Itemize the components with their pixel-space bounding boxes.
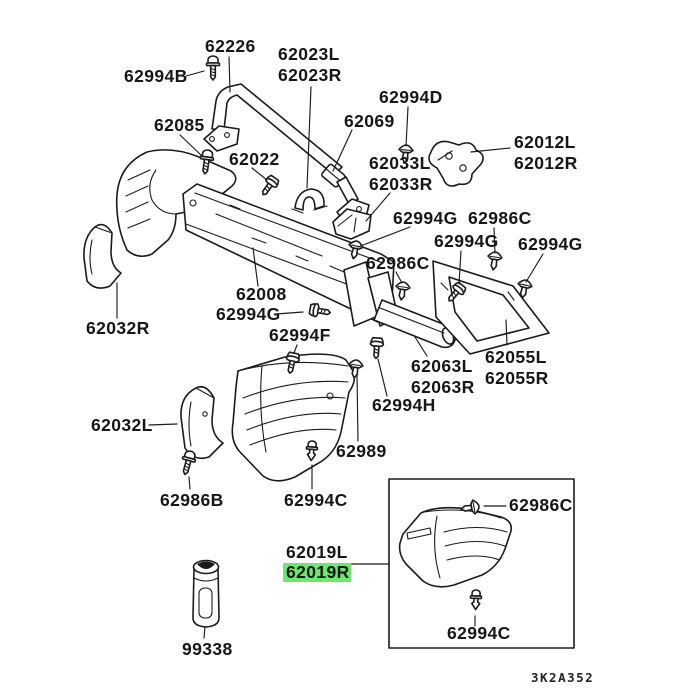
part-label-62986C-2[interactable]: 62986C	[366, 253, 430, 273]
part-label-62063R[interactable]: 62063R	[411, 377, 475, 397]
part-label-62986B[interactable]: 62986B	[160, 490, 224, 510]
leader-line-62986B	[188, 476, 191, 490]
leader-line-62994G-4	[275, 311, 304, 315]
part-label-62994G-4[interactable]: 62994G	[216, 304, 281, 324]
part-label-62022[interactable]: 62022	[229, 149, 280, 169]
leader-line-62994H	[377, 358, 388, 397]
part-label-62033R[interactable]: 62033R	[369, 174, 433, 194]
leader-line-62986C-2	[395, 271, 403, 284]
part-label-62012L[interactable]: 62012L	[514, 132, 576, 152]
part-label-62012R[interactable]: 62012R	[514, 153, 578, 173]
part-label-62019L[interactable]: 62019L	[286, 542, 348, 562]
leader-line-62994G-3	[525, 253, 544, 283]
inset-bumper-face-62019-drawing	[398, 506, 513, 588]
part-label-62994G-2[interactable]: 62994G	[434, 231, 499, 251]
sheet-code: 3K2A352	[531, 670, 594, 685]
part-label-99338[interactable]: 99338	[182, 639, 233, 659]
bracket-62012-drawing	[428, 140, 484, 187]
leader-line-62989	[356, 373, 359, 442]
part-label-62994B[interactable]: 62994B	[124, 66, 188, 86]
leader-line-62226	[228, 56, 231, 93]
part-label-62008[interactable]: 62008	[236, 284, 287, 304]
part-label-62055R[interactable]: 62055R	[485, 368, 549, 388]
part-label-62989[interactable]: 62989	[336, 441, 387, 461]
part-label-62032R[interactable]: 62032R	[86, 318, 150, 338]
screw-icon	[177, 448, 199, 477]
part-label-62994F[interactable]: 62994F	[269, 325, 331, 345]
part-label-62055L[interactable]: 62055L	[485, 347, 547, 367]
leader-line-62986C-1	[493, 227, 496, 254]
part-label-62994G-1[interactable]: 62994G	[393, 208, 458, 228]
clip-icon	[485, 250, 504, 272]
end-cap-upper-drawing	[115, 149, 237, 258]
leader-line-62994G-2	[458, 250, 462, 285]
inset-box	[388, 478, 575, 649]
part-label-62986C-1[interactable]: 62986C	[468, 208, 532, 228]
leader-line-62023R	[306, 86, 312, 189]
bumper-face-center-drawing	[231, 353, 356, 482]
leader-line-62085	[179, 134, 204, 158]
selection-highlight-62019R	[283, 563, 352, 582]
leader-line-62008	[252, 247, 259, 287]
leader-line-62063L	[414, 336, 428, 357]
part-label-62994H[interactable]: 62994H	[372, 395, 436, 415]
leader-line-62033R	[365, 192, 391, 222]
part-label-62063L[interactable]: 62063L	[411, 356, 473, 376]
leader-line-99338	[203, 626, 206, 639]
leader-line-62032L	[148, 423, 178, 426]
part-label-62023R[interactable]: 62023R	[278, 65, 342, 85]
leader-line-62994B	[185, 70, 205, 77]
leader-line-62055L	[505, 319, 508, 346]
part-label-62994C-2[interactable]: 62994C	[447, 623, 511, 643]
part-label-62226[interactable]: 62226	[205, 36, 256, 56]
leader-line-62012L	[470, 147, 511, 153]
part-label-62994D[interactable]: 62994D	[379, 87, 443, 107]
leader-lines-layer	[116, 56, 544, 639]
leader-line-62994F	[293, 344, 298, 354]
bolt-icon	[368, 336, 385, 360]
bolt-icon	[308, 301, 333, 320]
clip-icon	[393, 280, 412, 302]
part-label-62023L[interactable]: 62023L	[278, 44, 340, 64]
leader-line-62994G-1	[357, 226, 411, 248]
screw-icon	[205, 55, 221, 81]
part-label-62019R[interactable]: 62019R	[286, 562, 350, 582]
part-label-62033L[interactable]: 62033L	[369, 153, 431, 173]
part-label-62069[interactable]: 62069	[344, 111, 395, 131]
part-label-62994G-3[interactable]: 62994G	[518, 234, 583, 254]
adhesive-tube-99338-drawing	[192, 559, 220, 628]
part-label-62986C-3[interactable]: 62986C	[509, 495, 573, 515]
part-label-62994C-1[interactable]: 62994C	[284, 490, 348, 510]
leader-line-62069	[332, 129, 353, 172]
part-label-62085[interactable]: 62085	[154, 115, 205, 135]
leader-line-62022	[251, 167, 268, 181]
cushion-bracket-62033-drawing	[332, 208, 372, 240]
bolt-icon	[256, 173, 281, 200]
end-cap-62032R-drawing	[83, 223, 122, 289]
end-cap-62032L-drawing	[180, 385, 224, 460]
part-label-62032L[interactable]: 62032L	[91, 415, 153, 435]
leader-line-62994D	[405, 106, 409, 147]
corner-bracket-62023-drawing	[291, 188, 328, 214]
